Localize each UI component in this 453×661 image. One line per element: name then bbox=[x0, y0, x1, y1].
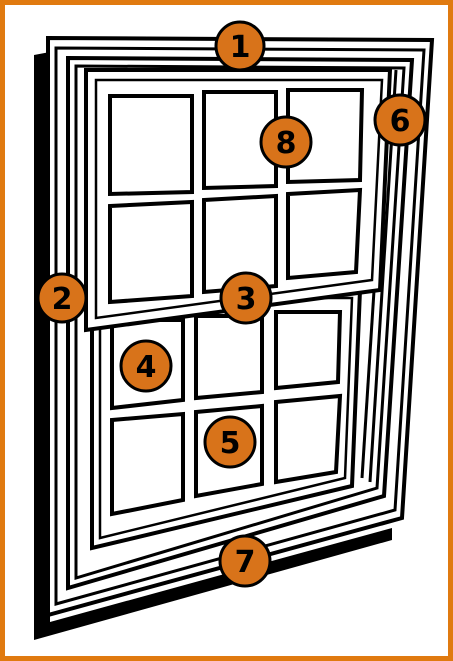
callout-4-label: 4 bbox=[136, 350, 157, 385]
callout-2: 2 bbox=[38, 274, 86, 322]
callout-6-label: 6 bbox=[390, 104, 411, 139]
callout-3-label: 3 bbox=[236, 282, 257, 317]
callout-8: 8 bbox=[261, 117, 311, 167]
callout-3: 3 bbox=[221, 273, 271, 323]
callout-4: 4 bbox=[121, 341, 171, 391]
callout-1-label: 1 bbox=[230, 30, 251, 65]
callout-6: 6 bbox=[375, 95, 425, 145]
lower-pane bbox=[196, 316, 262, 398]
callout-7-label: 7 bbox=[235, 545, 256, 580]
callout-7: 7 bbox=[220, 536, 270, 586]
callout-8-label: 8 bbox=[276, 126, 297, 161]
callout-2-label: 2 bbox=[52, 282, 73, 317]
callout-5: 5 bbox=[205, 417, 255, 467]
callout-1: 1 bbox=[216, 22, 264, 70]
upper-pane bbox=[110, 96, 192, 194]
lower-pane bbox=[276, 396, 340, 482]
upper-pane bbox=[288, 190, 360, 278]
upper-pane bbox=[110, 202, 192, 302]
callout-5-label: 5 bbox=[220, 426, 241, 461]
lower-pane bbox=[112, 414, 183, 514]
lower-pane bbox=[276, 312, 340, 388]
